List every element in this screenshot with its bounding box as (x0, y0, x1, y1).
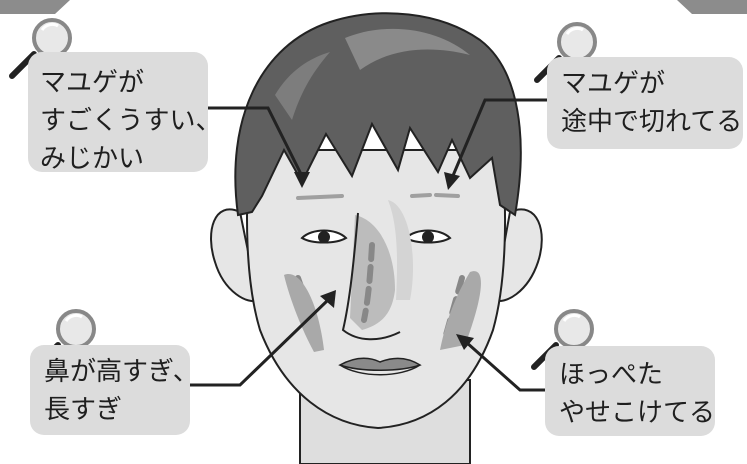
nose-highlight (388, 200, 414, 300)
callout-text: 長すぎ (44, 395, 123, 425)
callout-eyebrow-short: マユゲが すごくうすい、 みじかい (28, 52, 222, 174)
right-ear (492, 208, 543, 302)
hair-highlight (345, 28, 470, 70)
hair-highlight (275, 52, 330, 120)
right-eye (404, 229, 452, 244)
corner-tab-left (0, 0, 70, 14)
callout-text: やせこけてる (559, 398, 716, 428)
right-cheek-shadow (440, 271, 481, 350)
left-eye (300, 229, 348, 244)
corner-tab-right (677, 0, 747, 14)
callout-eyebrow-broken: マユゲが 途中で切れてる (547, 57, 743, 149)
callout-nose: 鼻が高すぎ、 長すぎ (30, 345, 199, 435)
callout-cheek: ほっぺた やせこけてる (545, 346, 715, 436)
left-ear (210, 208, 260, 302)
pointer-cheek (456, 334, 545, 392)
left-eyebrow (296, 194, 344, 200)
mouth (338, 357, 422, 376)
callout-text: マユゲが (40, 68, 145, 98)
right-eyebrow (410, 193, 460, 198)
pointer-nose (190, 290, 336, 387)
left-cheek-shadow (284, 274, 324, 352)
callout-text: ほっぺた (559, 360, 664, 390)
callout-text: マユゲが (561, 69, 666, 99)
pointer-eyebrow-broken (444, 98, 547, 190)
callout-text: 鼻が高すぎ、 (44, 357, 199, 387)
nose-dash-guide (361, 242, 375, 323)
callout-text: みじかい (40, 144, 145, 174)
callout-text: 途中で切れてる (561, 107, 743, 137)
callout-text: すごくうすい、 (40, 106, 222, 136)
nose (341, 212, 401, 341)
pointer-eyebrow-short (208, 106, 310, 188)
